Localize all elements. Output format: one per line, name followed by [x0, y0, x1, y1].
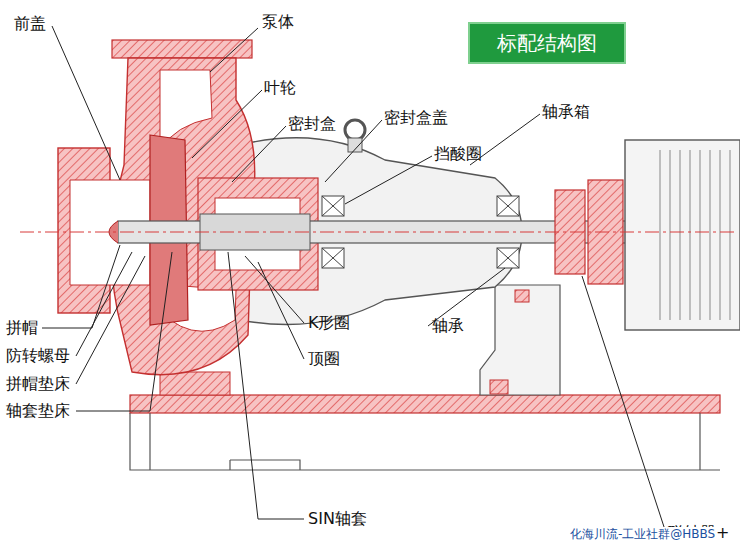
part-label: 叶轮	[264, 78, 296, 97]
title-box: 标配结构图	[468, 22, 626, 64]
watermark: 化海川流-工业社群@HBBS	[568, 527, 717, 541]
part-label: 挡酸圈	[434, 144, 482, 163]
part-label: 轴承箱	[542, 102, 590, 121]
part-label: K形圈	[308, 313, 351, 332]
part-label: 前盖	[14, 14, 46, 33]
part-label: 顶圈	[308, 349, 340, 368]
title-text: 标配结构图	[497, 30, 597, 57]
part-label: 轴套垫床	[6, 401, 70, 420]
part-label: 泵体	[262, 12, 294, 31]
part-label: 密封盒盖	[384, 108, 448, 127]
part-label: 轴承	[432, 316, 464, 335]
part-label: 密封盒	[288, 114, 336, 133]
part-label: 拼帽	[6, 318, 38, 337]
part-label: 拼帽垫床	[6, 374, 70, 393]
part-label: SIN轴套	[308, 509, 367, 528]
part-label: 防转螺母	[6, 346, 70, 365]
